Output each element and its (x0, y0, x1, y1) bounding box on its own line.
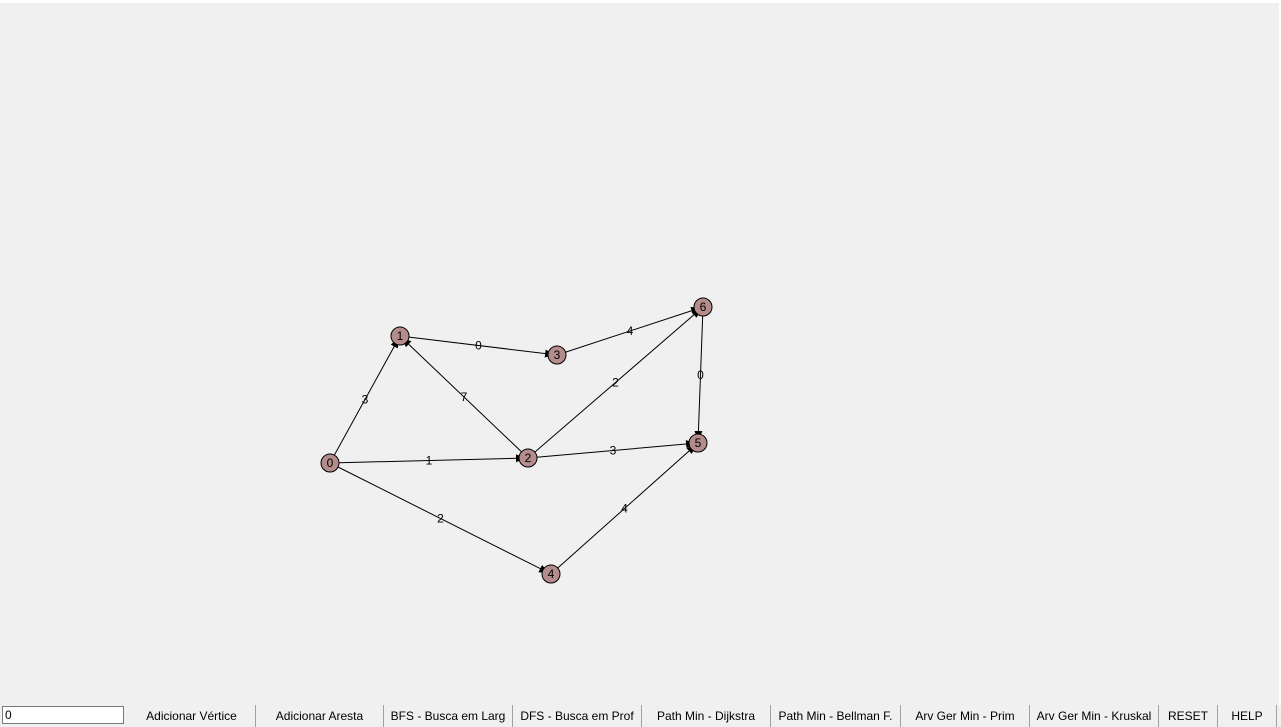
bellman-ford-button[interactable]: Path Min - Bellman F. (771, 705, 901, 727)
edge-weight-0-1: 3 (362, 393, 369, 407)
vertex-5[interactable] (688, 433, 708, 453)
vertex-6[interactable] (693, 297, 713, 317)
edges-layer: 3 1 2 0 7 2 3 4 0 4 (329, 306, 704, 575)
add-edge-button[interactable]: Adicionar Aresta (256, 705, 384, 727)
edge-weight-0-4: 2 (437, 512, 444, 526)
edge-1-3 (399, 335, 556, 358)
graph-canvas[interactable]: 3 1 2 0 7 2 3 4 0 4 0 1 2 3 4 5 6 (0, 0, 1281, 705)
vertex-0[interactable] (320, 453, 340, 473)
edge-0-4 (329, 462, 550, 574)
vertex-label-0: 0 (327, 456, 334, 470)
edge-6-5 (694, 306, 704, 442)
vertex-1[interactable] (390, 326, 410, 346)
bfs-button[interactable]: BFS - Busca em Larg (384, 705, 513, 727)
edge-weight-3-6: 4 (627, 324, 634, 338)
vertex-4[interactable] (541, 564, 561, 584)
vertex-3[interactable] (547, 345, 567, 365)
vertex-label-2: 2 (525, 451, 532, 465)
vertex-label-5: 5 (695, 436, 702, 450)
add-vertex-button[interactable]: Adicionar Vértice (128, 705, 256, 727)
canvas-right-border (1279, 0, 1281, 705)
edge-2-6 (527, 307, 702, 459)
edge-2-1 (401, 337, 529, 459)
edge-weight-4-5: 4 (621, 502, 628, 516)
toolbar: Adicionar Vértice Adicionar Aresta BFS -… (0, 705, 1281, 727)
edge-4-5 (550, 443, 697, 575)
edge-weight-2-5: 3 (610, 444, 617, 458)
prim-button[interactable]: Arv Ger Min - Prim (901, 705, 1030, 727)
edge-0-1 (329, 337, 400, 464)
edge-weight-2-6: 2 (612, 376, 619, 390)
edge-3-6 (556, 306, 702, 356)
edge-weight-2-1: 7 (461, 390, 468, 404)
edge-weight-1-3: 0 (475, 339, 482, 353)
edge-weight-6-5: 0 (697, 368, 704, 382)
vertex-label-6: 6 (700, 300, 707, 314)
dfs-button[interactable]: DFS - Busca em Prof (513, 705, 642, 727)
vertex-input[interactable] (2, 706, 124, 724)
vertex-2[interactable] (518, 448, 538, 468)
vertex-label-1: 1 (397, 329, 404, 343)
kruskal-button[interactable]: Arv Ger Min - Kruskal (1030, 705, 1159, 727)
vertex-label-3: 3 (554, 348, 561, 362)
dijkstra-button[interactable]: Path Min - Dijkstra (642, 705, 771, 727)
vertex-label-4: 4 (548, 567, 555, 581)
vertices-layer: 0 1 2 3 4 5 6 (320, 297, 713, 584)
reset-button[interactable]: RESET (1159, 705, 1218, 727)
help-button[interactable]: HELP (1218, 705, 1277, 727)
edge-2-5 (527, 440, 697, 459)
edge-weight-0-2: 1 (426, 454, 433, 468)
canvas-top-border (0, 0, 1281, 3)
edge-0-2 (329, 454, 527, 464)
graph-drawing[interactable]: 3 1 2 0 7 2 3 4 0 4 0 1 2 3 4 5 6 (0, 0, 1281, 705)
